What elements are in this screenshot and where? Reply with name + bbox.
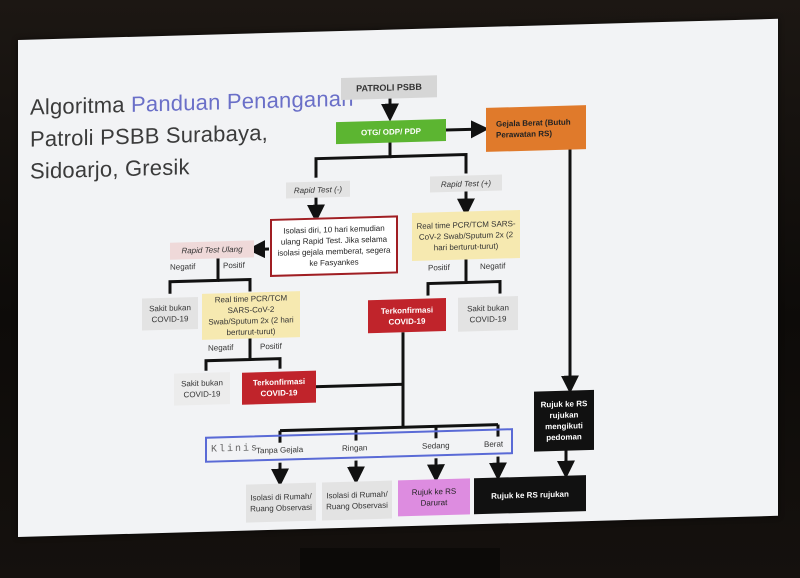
node-terkonfirmasi-mid: Terkonfirmasi COVID-19 [368, 298, 446, 334]
node-isolasi-rumah-1: Isolasi di Rumah/ Ruang Observasi [246, 482, 316, 523]
node-rapid-test-positive: Rapid Test (+) [430, 174, 502, 193]
category-ringan: Ringan [342, 443, 368, 453]
node-sakit-bukan-2: Sakit bukan COVID-19 [174, 372, 230, 406]
node-rujuk-darurat: Rujuk ke RS Darurat [398, 478, 470, 517]
node-sakit-bukan-1: Sakit bukan COVID-19 [142, 296, 198, 331]
node-rujuk-rs-rujukan: Rujuk ke RS rujukan [474, 475, 586, 515]
edge-label-negatif-1: Negatif [170, 262, 196, 272]
node-rujuk-rs-pedoman: Rujuk ke RS rujukan mengikuti pedoman [534, 389, 594, 452]
node-gejala-berat: Gejala Berat (Butuh Perawatan RS) [486, 105, 586, 152]
klinis-label: Klinis [211, 443, 260, 456]
node-patroli-psbb: PATROLI PSBB [341, 75, 437, 100]
flow-arrows [168, 97, 579, 487]
node-isolasi-rumah-2: Isolasi di Rumah/ Ruang Observasi [322, 480, 392, 521]
edge-label-positif-1: Positif [223, 260, 245, 271]
category-tanpa-gejala: Tanpa Gejala [256, 445, 304, 456]
node-terkonfirmasi-left: Terkonfirmasi COVID-19 [242, 370, 316, 405]
edge-label-positif-2: Positif [260, 341, 282, 352]
edge-label-negatif-right: Negatif [480, 261, 506, 272]
node-isolasi-diri: Isolasi diri, 10 hari kemudian ulang Rap… [270, 215, 398, 277]
category-berat: Berat [484, 439, 504, 449]
node-pcr-left: Real time PCR/TCM SARS-CoV-2 Swab/Sputum… [202, 291, 300, 340]
edge-label-positif-right: Positif [428, 262, 450, 273]
node-otg-odp-pdp: OTG/ ODP/ PDP [336, 119, 446, 145]
node-rapid-test-negative: Rapid Test (-) [286, 180, 350, 199]
monitor-stand [300, 548, 500, 578]
category-sedang: Sedang [422, 440, 450, 451]
node-pcr-right: Real time PCR/TCM SARS-CoV-2 Swab/Sputum… [412, 209, 520, 261]
node-sakit-bukan-right: Sakit bukan COVID-19 [458, 296, 518, 332]
edge-label-negatif-2: Negatif [208, 342, 234, 353]
presentation-slide: Algoritma Panduan Penanganan Patroli PSB… [18, 18, 778, 537]
node-rapid-test-ulang: Rapid Test Ulang [170, 240, 254, 260]
